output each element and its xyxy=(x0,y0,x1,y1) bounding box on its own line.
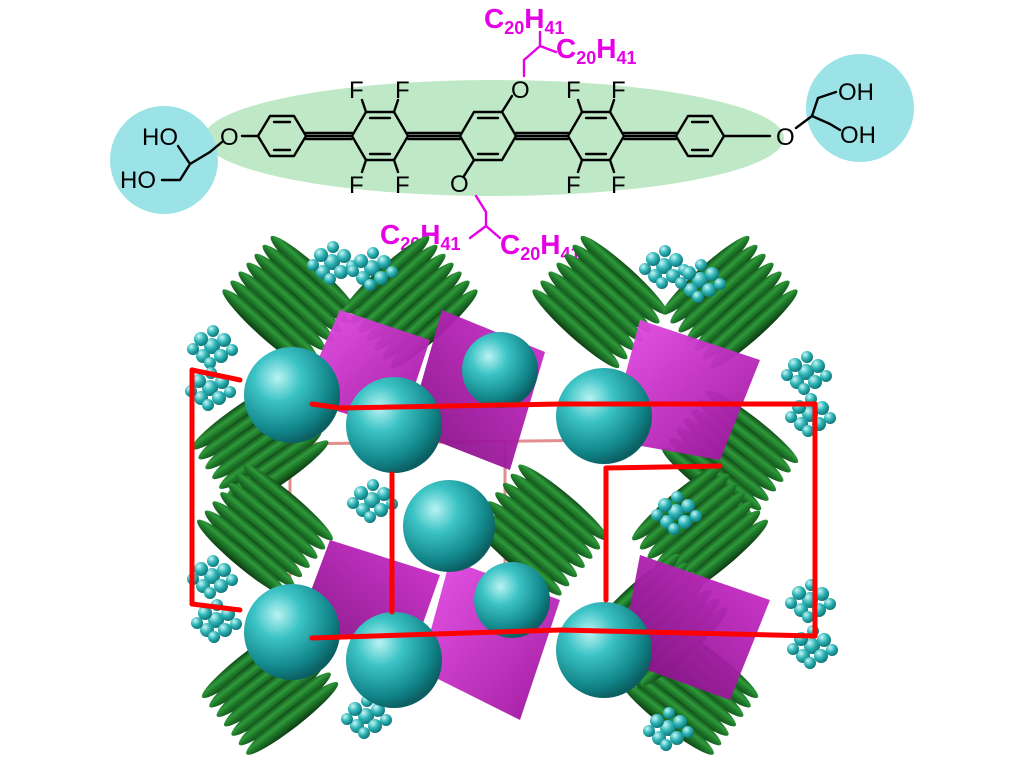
fluorine-5: F xyxy=(566,77,581,104)
sphere-2 xyxy=(244,347,340,443)
alkyne-2 xyxy=(406,131,462,141)
unit-cell-front-edges xyxy=(189,367,818,641)
left-diol-group: HO HO O xyxy=(120,124,239,194)
fluorine-1: F xyxy=(349,77,364,104)
fluorine-2: F xyxy=(395,77,410,104)
alkyne-3 xyxy=(514,131,570,141)
svg-text:C20H41: C20H41 xyxy=(556,33,637,68)
molecule-structure: HO HO O F F F F O xyxy=(110,3,914,264)
right-tetrafluoro-ring: F F F F xyxy=(566,77,626,199)
right-ether-oxygen: O xyxy=(776,124,795,151)
sphere-7 xyxy=(244,584,340,680)
central-ether-oxygen-top: O xyxy=(511,77,530,104)
fluorine-3: F xyxy=(349,172,364,199)
node-8 xyxy=(785,393,836,437)
rigid-core-highlight xyxy=(204,80,784,196)
top-swallow-tail-chain: C20H41 C20H41 xyxy=(484,3,637,78)
left-ether-oxygen: O xyxy=(220,124,239,151)
node-5 xyxy=(187,325,238,369)
polyhedron-bottom-right xyxy=(620,555,770,700)
sphere-5 xyxy=(403,480,495,572)
sphere-8 xyxy=(346,612,442,708)
sphere-6 xyxy=(474,562,550,638)
alkyne-1 xyxy=(304,131,354,141)
left-tetrafluoro-ring: F F F F xyxy=(349,77,410,199)
right-diol-highlight xyxy=(806,54,914,162)
node-12 xyxy=(785,579,836,623)
left-diol-oh-bottom: HO xyxy=(120,167,156,194)
right-diol-group: O OH OH xyxy=(750,79,876,151)
right-diol-oh-top: OH xyxy=(838,79,874,106)
central-ether-oxygen-bottom: O xyxy=(450,171,469,198)
crystal-lattice-model xyxy=(185,230,838,761)
fluorine-6: F xyxy=(611,77,626,104)
left-diol-oh-top: HO xyxy=(142,124,178,151)
node-11 xyxy=(187,555,238,599)
sphere-3 xyxy=(346,377,442,473)
sphere-9 xyxy=(556,602,652,698)
fluorine-4: F xyxy=(395,172,410,199)
right-phenyl-ring xyxy=(674,114,754,158)
sphere-4 xyxy=(556,368,652,464)
fluorine-8: F xyxy=(611,172,626,199)
central-dialkoxy-ring: O O xyxy=(450,77,530,198)
alkyne-4 xyxy=(622,131,678,141)
node-6 xyxy=(781,351,832,395)
right-diol-oh-bottom: OH xyxy=(840,122,876,149)
svg-text:C20H41: C20H41 xyxy=(484,3,565,38)
sphere-1 xyxy=(462,332,538,408)
left-diol-highlight xyxy=(110,106,218,214)
fluorine-7: F xyxy=(566,172,581,199)
